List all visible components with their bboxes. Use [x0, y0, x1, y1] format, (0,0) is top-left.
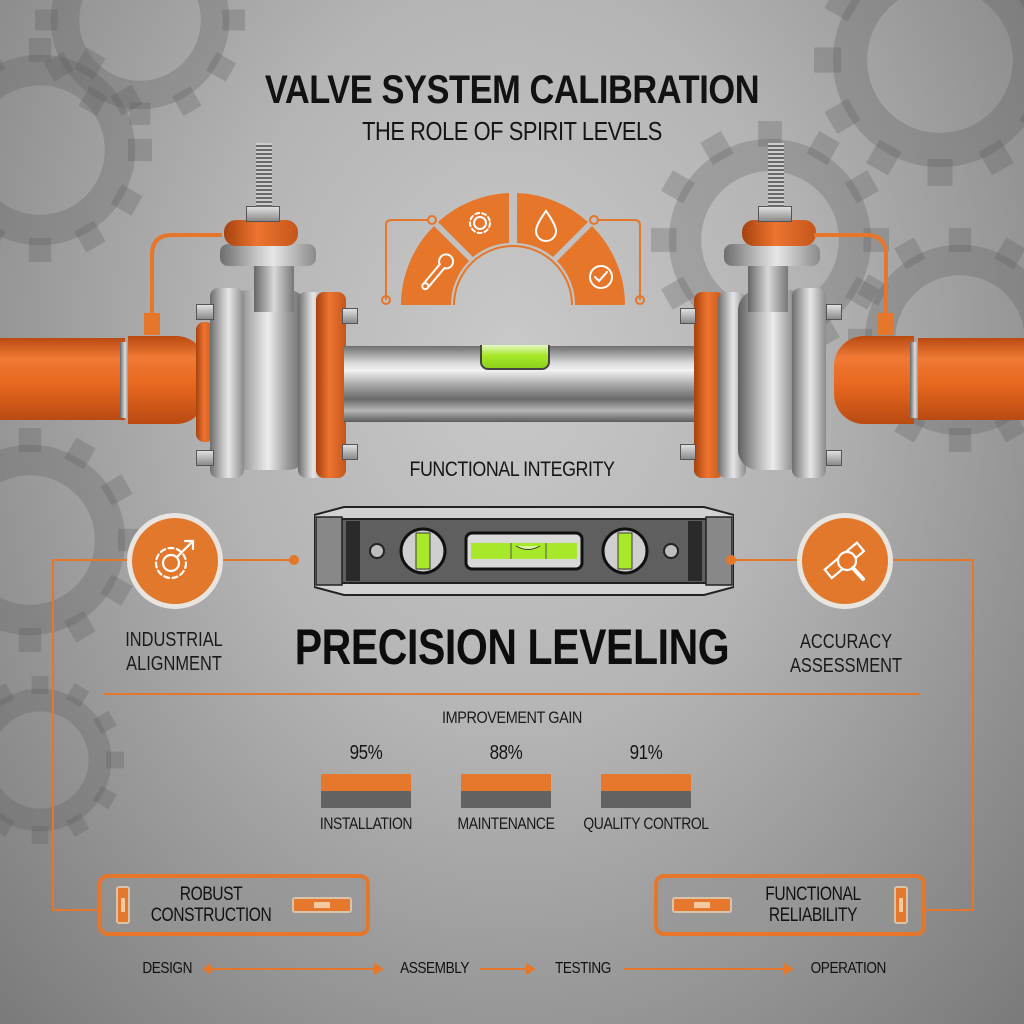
right-valve-nut-3: [826, 304, 842, 320]
right-valve-nut-4: [826, 450, 842, 466]
level-section-title: FUNCTIONAL INTEGRITY: [409, 458, 615, 481]
left-valve-bonnet: [220, 244, 316, 266]
gear-arrow-icon: [154, 539, 195, 580]
left-valve-bolt: [256, 143, 272, 207]
right-valve-flange-2: [792, 288, 826, 478]
right-orange-pipe: [918, 338, 1024, 420]
bar-installation: 95% INSTALLATION: [286, 742, 446, 834]
right-pipe-coupling: [910, 342, 920, 418]
functional-reliability-box: FUNCTIONAL RELIABILITY: [654, 874, 926, 936]
label-line-1: ROBUST: [179, 884, 243, 905]
accuracy-assessment-badge: [797, 513, 893, 609]
right-valve-bonnet: [724, 244, 820, 266]
left-valve-nut-1: [196, 304, 214, 320]
left-connector-dot: [289, 555, 299, 565]
flow-step-operation: OPERATION: [810, 960, 887, 977]
bar-graphic: [601, 774, 691, 808]
gear-icon: [469, 212, 491, 234]
bar-quality-control: 91% QUALITY CONTROL: [566, 742, 726, 834]
spirit-level: [314, 506, 734, 596]
gauge-segment-drop: [517, 193, 588, 257]
left-valve-collar: [224, 220, 298, 246]
right-valve-nut-1: [680, 308, 696, 324]
bar-value: 95%: [349, 742, 383, 764]
flow-step-testing: TESTING: [554, 960, 611, 977]
label-line-1: ACCURACY: [799, 631, 893, 653]
vertical-level-icon: [116, 886, 130, 924]
bar-value: 88%: [489, 742, 523, 764]
right-valve-nut-2: [680, 444, 696, 460]
pipe-assembly: [0, 0, 1024, 500]
flow-arrow-1: [480, 963, 536, 975]
right-reducer: [834, 336, 914, 424]
label-line-2: CONSTRUCTION: [150, 905, 272, 926]
calibration-gauge: [381, 193, 645, 306]
bar-label: MAINTENANCE: [457, 814, 555, 833]
left-valve-stem: [254, 262, 294, 312]
pipe-bubble-vial: [480, 345, 550, 370]
industrial-alignment-badge: [127, 513, 223, 609]
gauge-segment-wrench: [401, 226, 469, 305]
left-reducer: [128, 336, 206, 424]
left-valve-flange-orange: [196, 322, 214, 442]
left-pipe-coupling: [120, 342, 130, 418]
right-pressure-tube: [814, 233, 894, 335]
bar-graphic: [461, 774, 551, 808]
left-pressure-tube: [144, 233, 222, 335]
industrial-alignment-label: INDUSTRIAL ALIGNMENT: [92, 628, 256, 676]
flow-arrow-2: [624, 963, 794, 975]
water-drop-icon: [534, 209, 558, 242]
flow-arrow-double: [202, 963, 384, 975]
heading-divider: [104, 693, 920, 695]
right-connector-box: [924, 909, 974, 911]
right-valve-collar: [742, 220, 816, 246]
left-connector-box: [52, 909, 100, 911]
bar-value: 91%: [629, 742, 663, 764]
horizontal-level-icon: [292, 897, 352, 913]
label-line-2: ASSESSMENT: [789, 655, 903, 677]
left-valve-nut-2: [196, 450, 214, 466]
page-subtitle: THE ROLE OF SPIRIT LEVELS: [362, 116, 662, 146]
main-heading: PRECISION LEVELING: [294, 619, 730, 675]
bar-label: INSTALLATION: [319, 814, 413, 833]
right-valve-bolt: [768, 143, 784, 207]
label-line-2: RELIABILITY: [768, 905, 858, 926]
flow-step-assembly: ASSEMBLY: [400, 960, 469, 977]
robust-construction-box: ROBUST CONSTRUCTION: [98, 874, 370, 936]
page-title: VALVE SYSTEM CALIBRATION: [264, 68, 760, 112]
right-connector-dot: [726, 555, 736, 565]
right-valve-stem: [748, 262, 788, 312]
left-valve-top-nut: [246, 206, 280, 222]
bar-label: QUALITY CONTROL: [583, 814, 709, 833]
flow-step-design: DESIGN: [142, 960, 192, 977]
accuracy-assessment-label: ACCURACY ASSESSMENT: [764, 630, 928, 678]
right-valve-top-nut: [758, 206, 792, 222]
label-line-1: INDUSTRIAL: [125, 629, 223, 651]
label-line-2: ALIGNMENT: [126, 653, 222, 675]
check-circle-icon: [589, 265, 613, 289]
functional-reliability-label: FUNCTIONAL RELIABILITY: [747, 884, 880, 926]
left-valve-nut-3: [342, 308, 358, 324]
robust-construction-label: ROBUST CONSTRUCTION: [145, 884, 278, 926]
left-orange-pipe: [0, 338, 125, 420]
bar-maintenance: 88% MAINTENANCE: [426, 742, 586, 834]
right-connector-v: [972, 559, 974, 911]
bar-graphic: [321, 774, 411, 808]
horizontal-level-icon: [672, 897, 732, 913]
label-line-1: FUNCTIONAL: [765, 884, 861, 905]
left-valve-flange-orange-2: [316, 292, 346, 478]
ruler-magnifier-icon: [823, 541, 866, 581]
left-valve-nut-4: [342, 444, 358, 460]
wrench-icon: [421, 253, 455, 291]
left-connector-v: [52, 559, 54, 911]
improvement-gain-title: IMPROVEMENT GAIN: [442, 708, 582, 727]
left-valve-flange: [210, 288, 244, 478]
vertical-level-icon: [894, 886, 908, 924]
